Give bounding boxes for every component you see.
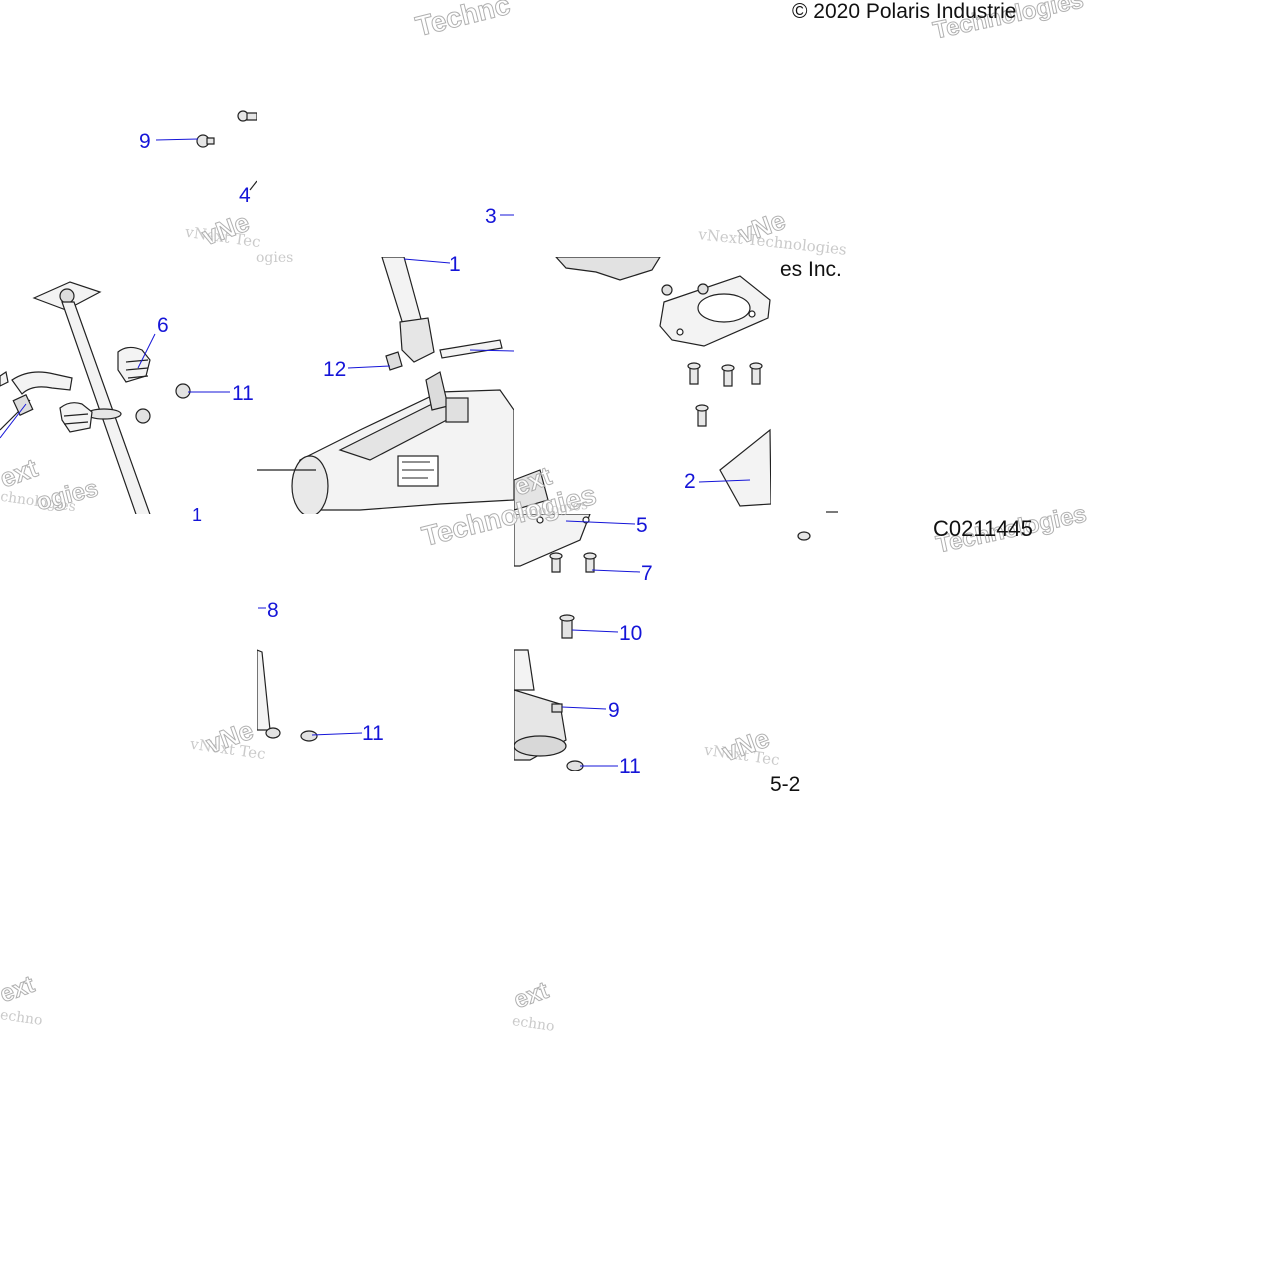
torque-sensor-connector: [445, 397, 469, 423]
copyright-notice: © 2020 Polaris Industrie: [792, 0, 1017, 23]
callout-9-top: 9: [139, 130, 151, 153]
lower-bracket: [719, 428, 771, 507]
lower-right-tile: [514, 514, 597, 771]
diagram-id: C0211445: [933, 516, 1033, 541]
ball-joint-boot: [514, 735, 567, 757]
top-left-tile: [196, 110, 257, 191]
callout-11-lower: 11: [619, 755, 641, 778]
callout-12: 12: [323, 358, 347, 381]
leader-clamp: [0, 403, 27, 439]
power-steering-tile: [257, 257, 514, 514]
callout-11-mid: 11: [362, 722, 384, 745]
callout-3: 3: [485, 205, 497, 228]
column-clamp: [11, 371, 73, 395]
nut-lower-b: [300, 730, 318, 742]
bolt-long: [439, 339, 503, 359]
callout-4: 4: [239, 184, 251, 207]
loose-nut: [797, 531, 811, 541]
steering-column-shaft: [61, 301, 151, 514]
leader-12: [347, 365, 391, 369]
callout-11-upper: 11: [232, 382, 254, 405]
nut-extra: [135, 408, 151, 424]
tie-rod-stud: [514, 649, 535, 691]
bushing-lower: [59, 402, 93, 433]
leader-10: [571, 629, 619, 633]
mount-bracket-tile: [514, 257, 771, 511]
upper-bracket-edge: [555, 257, 661, 281]
nut-lower-a: [265, 727, 281, 739]
callout-1-fragment: 1: [192, 505, 203, 525]
steering-column-tile: [0, 281, 191, 514]
nut-11: [175, 383, 191, 399]
lower-mid-tile: [257, 649, 318, 742]
leader-9a: [155, 138, 199, 141]
callout-7: 7: [641, 562, 653, 585]
gearbox-housing: [295, 389, 514, 511]
page-number-fragment: 5-2: [770, 773, 801, 796]
pinch-bolt-12: [385, 351, 403, 371]
leader-9b: [561, 706, 607, 710]
motor-end: [291, 455, 329, 514]
callout-6: 6: [157, 314, 169, 337]
callout-9-lower: 9: [608, 699, 620, 722]
shaft-stub: [257, 649, 271, 731]
plate-bore: [697, 293, 751, 323]
leader-11b: [311, 732, 363, 736]
copyright-fragment: es Inc.: [780, 258, 842, 281]
pin-9: [551, 703, 563, 713]
clamp-tab: [12, 393, 34, 417]
callout-8: 8: [267, 599, 279, 622]
leader-1: [403, 258, 451, 264]
shaft-yoke: [399, 317, 435, 363]
leader-5: [565, 520, 636, 525]
leader-2: [698, 479, 751, 483]
leader-6: [137, 333, 156, 369]
plate-nut: [661, 284, 673, 296]
heat-shield: [514, 514, 591, 567]
bolts-7: [549, 552, 597, 573]
gearbox-label: [397, 455, 439, 487]
callout-10: 10: [619, 622, 643, 645]
callout-1: 1: [449, 253, 461, 276]
leader-bolt: [469, 349, 515, 352]
bushing-upper: [117, 346, 151, 383]
bolt-row: [687, 362, 763, 427]
leader-7: [591, 569, 641, 573]
callout-2: 2: [684, 470, 696, 493]
callout-5: 5: [636, 514, 648, 537]
leader-lines: [0, 138, 751, 767]
